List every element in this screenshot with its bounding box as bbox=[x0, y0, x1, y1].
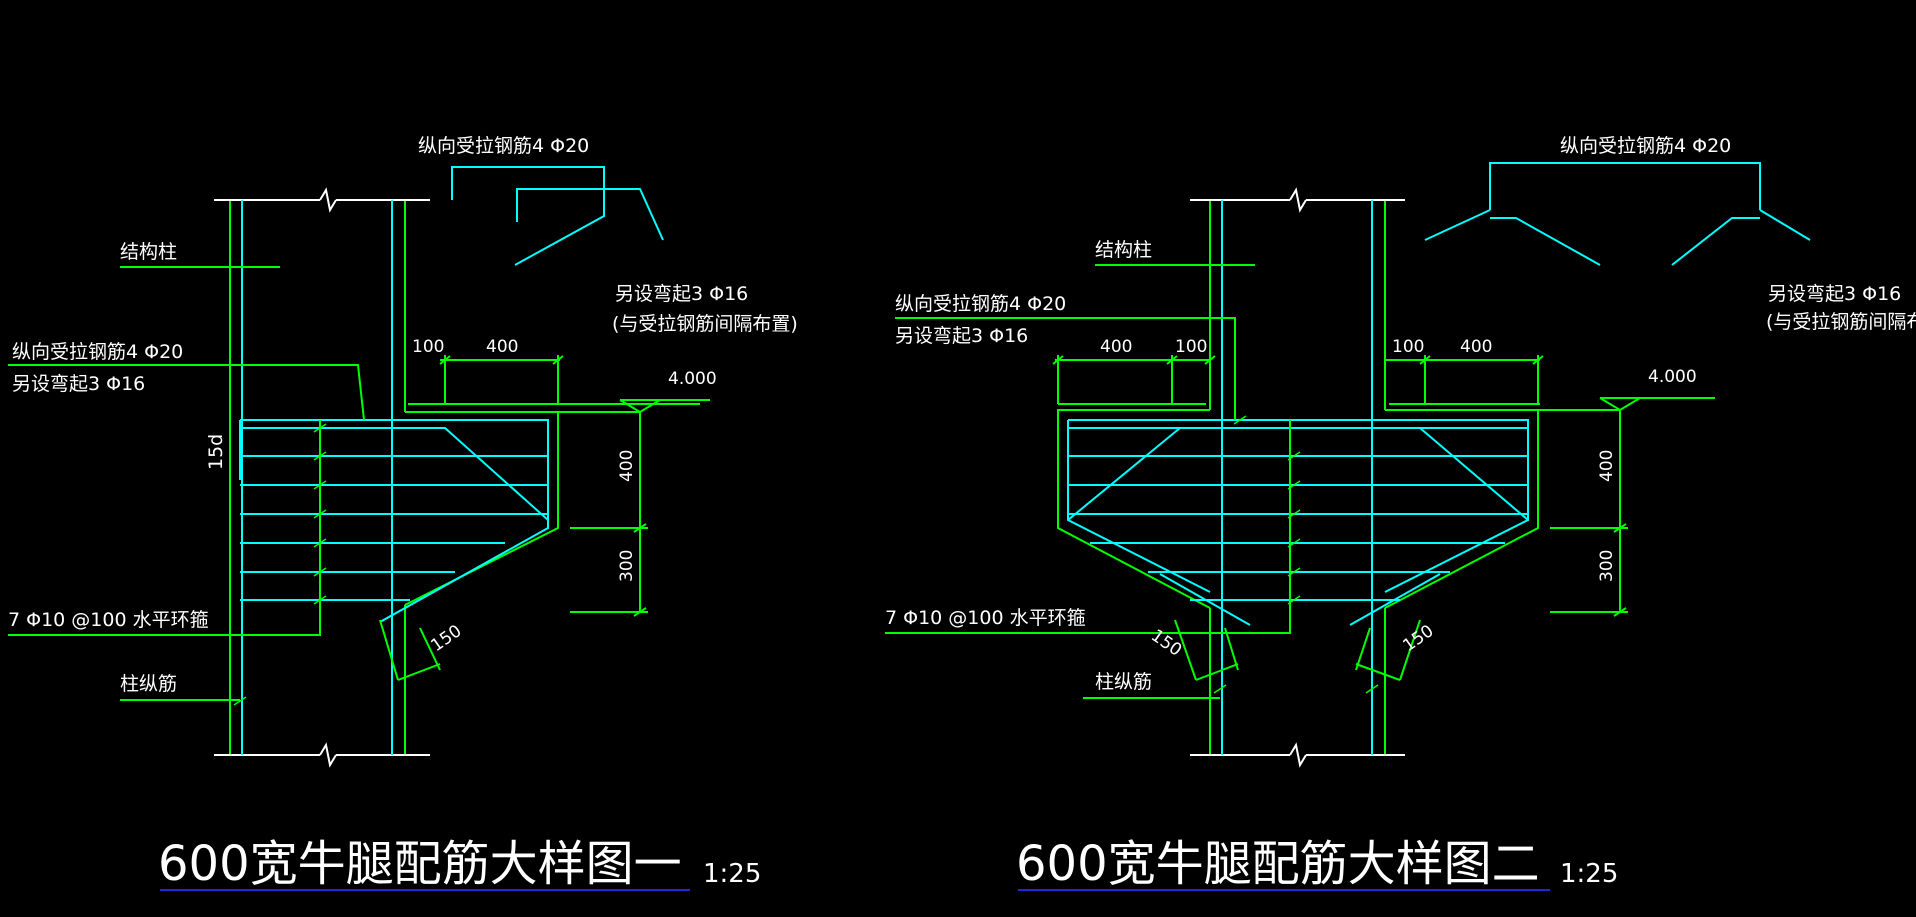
d2-dim-v300: 300 bbox=[1597, 550, 1617, 582]
d2-label-structural-column: 结构柱 bbox=[1095, 239, 1152, 261]
d2-title: 600宽牛腿配筋大样图二 bbox=[1016, 836, 1540, 892]
d2-corbel-outline-right bbox=[1384, 409, 1539, 609]
drawing-1: 纵向受拉钢筋4 Φ20 结构柱 另设弯起3 Φ16 (与受拉钢筋间隔布置) 纵向… bbox=[8, 135, 798, 892]
d2-column-outline bbox=[1190, 187, 1405, 768]
d2-dim-v400: 400 bbox=[1597, 450, 1617, 482]
d2-dim-r100: 100 bbox=[1392, 337, 1424, 357]
d1-dim-elevation: 4.000 bbox=[668, 369, 717, 389]
d2-dim-r400: 400 bbox=[1460, 337, 1492, 357]
d1-title: 600宽牛腿配筋大样图一 bbox=[158, 836, 682, 892]
d2-label-bent-bar: 另设弯起3 Φ16 bbox=[1768, 283, 1901, 305]
d1-top-rebar-schematic bbox=[451, 166, 664, 266]
d1-dimension-lines bbox=[379, 355, 710, 681]
d1-top-rebar bbox=[240, 419, 549, 623]
d2-dim-elevation: 4.000 bbox=[1648, 367, 1697, 387]
d1-scale: 1:25 bbox=[703, 859, 761, 889]
d2-label-top-rebar: 纵向受拉钢筋4 Φ20 bbox=[1560, 135, 1731, 157]
d1-dim-v300: 300 bbox=[617, 550, 637, 582]
d2-label-left-rebar: 纵向受拉钢筋4 Φ20 bbox=[895, 293, 1066, 315]
d2-leaders bbox=[885, 264, 1620, 699]
d1-label-stirrups: 7 Φ10 @100 水平环箍 bbox=[8, 609, 209, 631]
d1-label-bent-bar-spacing: (与受拉钢筋间隔布置) bbox=[612, 313, 798, 335]
d2-corbel-outline bbox=[1057, 409, 1211, 609]
d1-dim-100: 100 bbox=[412, 337, 444, 357]
d1-stirrups bbox=[240, 455, 548, 601]
d2-label-bent-bar-spacing: (与受拉钢筋间隔布置 bbox=[1766, 311, 1916, 333]
d2-scale: 1:25 bbox=[1560, 859, 1618, 889]
d1-leaders bbox=[8, 266, 700, 701]
d1-column-outline bbox=[214, 187, 430, 768]
d2-column-bars bbox=[1221, 200, 1373, 755]
d2-dim-l400: 400 bbox=[1100, 337, 1132, 357]
d1-label-left-rebar: 纵向受拉钢筋4 Φ20 bbox=[12, 341, 183, 363]
d1-label-top-rebar: 纵向受拉钢筋4 Φ20 bbox=[418, 135, 589, 157]
d1-label-left-bent: 另设弯起3 Φ16 bbox=[12, 373, 145, 395]
d2-dim-l100: 100 bbox=[1175, 337, 1207, 357]
d1-dim-v400: 400 bbox=[617, 450, 637, 482]
d2-label-column-bars: 柱纵筋 bbox=[1095, 671, 1152, 693]
drawing-2: 纵向受拉钢筋4 Φ20 结构柱 另设弯起3 Φ16 (与受拉钢筋间隔布置 纵向受… bbox=[885, 135, 1916, 892]
d2-dimension-lines bbox=[1052, 355, 1715, 681]
d1-bent-bar bbox=[240, 427, 549, 521]
d2-label-left-bent: 另设弯起3 Φ16 bbox=[895, 325, 1028, 347]
d1-label-bent-bar: 另设弯起3 Φ16 bbox=[615, 283, 748, 305]
d1-dim-400: 400 bbox=[486, 337, 518, 357]
d2-top-rebar-schematic bbox=[1424, 162, 1811, 266]
d2-label-stirrups: 7 Φ10 @100 水平环箍 bbox=[885, 607, 1086, 629]
d1-label-column-bars: 柱纵筋 bbox=[120, 673, 177, 695]
d1-label-structural-column: 结构柱 bbox=[120, 241, 177, 263]
d1-label-anchorage: 15d bbox=[205, 434, 227, 470]
